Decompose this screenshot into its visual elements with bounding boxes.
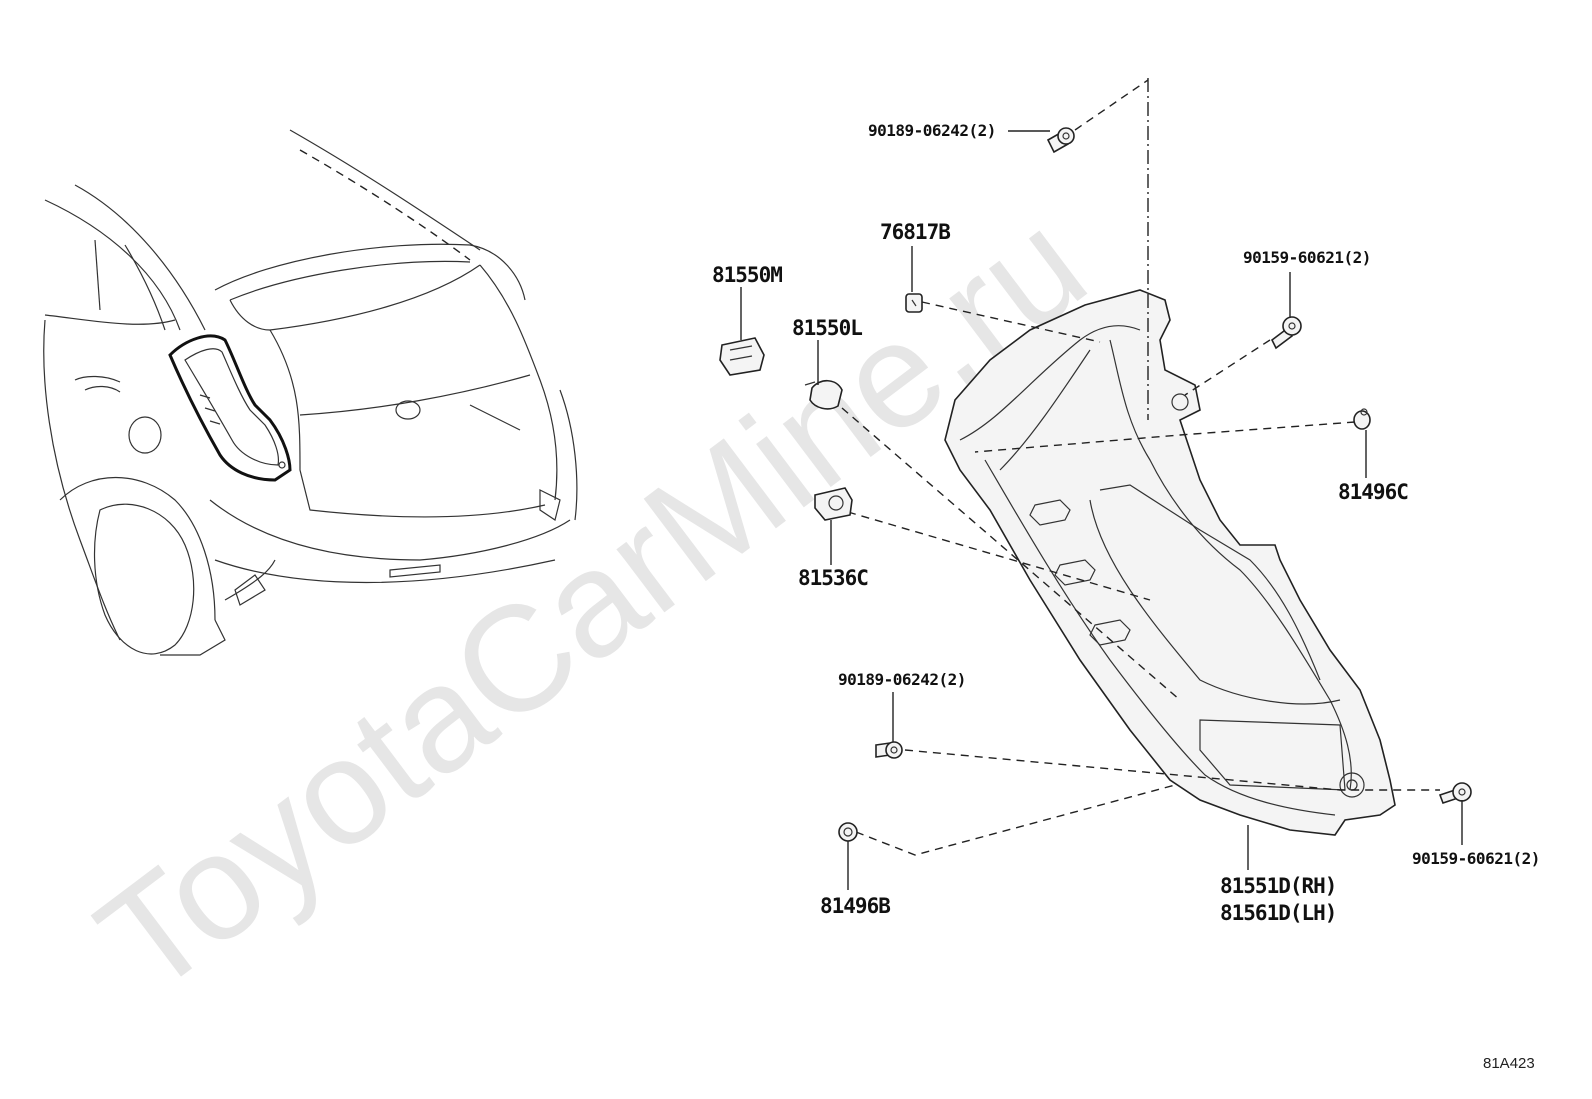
diagram-reference-code: 81A423 <box>1483 1055 1535 1072</box>
car-rear-illustration <box>43 129 578 656</box>
screw-top-right-icon <box>1270 316 1302 350</box>
bolt-top-icon <box>1046 127 1075 154</box>
assembly-lines <box>841 78 1440 856</box>
label-nut-81496c: 81496C <box>1338 480 1409 504</box>
socket-81536c-icon <box>814 487 853 521</box>
small-parts <box>719 127 1472 842</box>
label-lamp-lh: 81561D(LH) <box>1220 901 1337 925</box>
car-tail-lamp-outline <box>168 334 292 482</box>
label-socket-81536c: 81536C <box>798 566 869 590</box>
label-bulb-81550l: 81550L <box>792 316 863 340</box>
bulb-81550l-icon <box>804 379 843 410</box>
label-socket-81550m: 81550M <box>712 263 783 287</box>
nut-81496c-icon <box>1353 408 1371 430</box>
nut-81496b-icon <box>838 822 858 842</box>
tail-lamp-assembly <box>944 289 1396 836</box>
clip-76817b-icon <box>905 293 923 313</box>
label-lamp-rh: 81551D(RH) <box>1220 874 1337 898</box>
label-bolt-top: 90189-06242(2) <box>868 121 996 140</box>
label-bolt-bottom: 90189-06242(2) <box>838 670 966 689</box>
label-clip-76817b: 76817B <box>880 220 951 244</box>
label-nut-81496b: 81496B <box>820 894 891 918</box>
socket-81550m-icon <box>719 337 765 376</box>
leader-lines <box>740 130 1463 890</box>
bolt-bottom-icon <box>875 741 903 759</box>
label-screw-top-right: 90159-60621(2) <box>1243 248 1371 267</box>
label-screw-bottom-right: 90159-60621(2) <box>1412 849 1540 868</box>
screw-bottom-right-icon <box>1438 782 1472 805</box>
